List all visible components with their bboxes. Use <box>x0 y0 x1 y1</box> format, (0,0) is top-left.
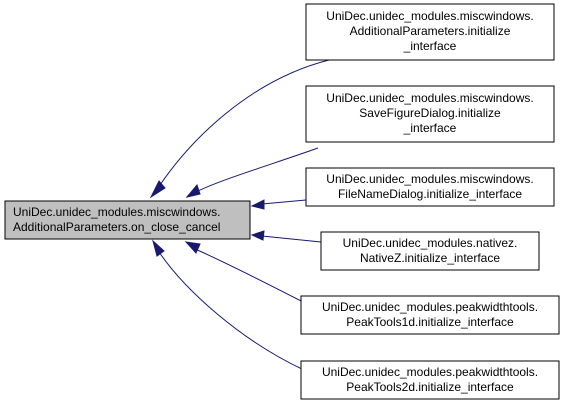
caller-node-line-1: UniDec.unidec_modules.peakwidthtools. <box>322 365 538 379</box>
caller-node-line-3: _interface <box>403 121 457 135</box>
caller-node-line-1: UniDec.unidec_modules.miscwindows. <box>326 91 533 105</box>
edges <box>149 59 330 371</box>
caller-node-peak-tools-2d[interactable]: UniDec.unidec_modules.peakwidthtools. Pe… <box>300 360 560 400</box>
caller-node-line-1: UniDec.unidec_modules.nativez. <box>343 236 518 250</box>
edge-native-z <box>261 235 322 243</box>
caller-node-box <box>305 85 555 143</box>
edge-arrow-peak-tools-2d <box>152 239 165 257</box>
edge-save-figure-dialog <box>195 147 319 193</box>
caller-node-peak-tools-1d[interactable]: UniDec.unidec_modules.peakwidthtools. Pe… <box>300 295 560 335</box>
edge-arrow-file-name-dialog <box>250 199 265 210</box>
caller-node-save-figure-dialog[interactable]: UniDec.unidec_modules.miscwindows. SaveF… <box>305 85 555 143</box>
caller-node-box <box>300 360 560 400</box>
focus-node-on-close-cancel[interactable]: UniDec.unidec_modules.miscwindows. Addit… <box>4 200 251 240</box>
edge-file-name-dialog <box>261 199 307 205</box>
caller-node-line-1: UniDec.unidec_modules.miscwindows. <box>326 172 533 186</box>
caller-node-line-3: _interface <box>403 39 457 53</box>
edge-arrow-native-z <box>250 230 265 241</box>
caller-node-line-2: FileNameDialog.initialize_interface <box>338 187 522 201</box>
focus-node-box <box>4 200 251 240</box>
caller-node-line-1: UniDec.unidec_modules.miscwindows. <box>326 9 533 23</box>
edge-arrow-additional-parameters <box>149 180 166 199</box>
caller-node-line-2: SaveFigureDialog.initialize <box>359 106 501 120</box>
edge-peak-tools-1d <box>192 247 308 305</box>
caller-node-file-name-dialog[interactable]: UniDec.unidec_modules.miscwindows. FileN… <box>305 167 555 207</box>
caller-node-box <box>305 3 555 61</box>
edge-arrow-peak-tools-1d <box>184 241 201 254</box>
caller-node-box <box>300 295 560 335</box>
caller-node-line-2: AdditionalParameters.initialize <box>350 24 511 38</box>
focus-node-line-2: AdditionalParameters.on_close_cancel <box>13 220 220 234</box>
caller-node-native-z[interactable]: UniDec.unidec_modules.nativez. NativeZ.i… <box>320 231 540 271</box>
caller-node-box <box>305 167 555 207</box>
caller-node-line-1: UniDec.unidec_modules.peakwidthtools. <box>322 300 538 314</box>
edge-additional-parameters <box>157 59 330 189</box>
edge-arrow-save-figure-dialog <box>185 183 201 198</box>
caller-node-line-2: PeakTools1d.initialize_interface <box>346 315 514 329</box>
caller-node-box <box>320 231 540 271</box>
edge-peak-tools-2d <box>158 251 305 371</box>
caller-node-line-2: PeakTools2d.initialize_interface <box>346 380 514 394</box>
focus-node-line-1: UniDec.unidec_modules.miscwindows. <box>13 205 220 219</box>
caller-node-line-2: NativeZ.initialize_interface <box>360 251 500 265</box>
caller-node-additional-parameters[interactable]: UniDec.unidec_modules.miscwindows. Addit… <box>305 3 555 61</box>
